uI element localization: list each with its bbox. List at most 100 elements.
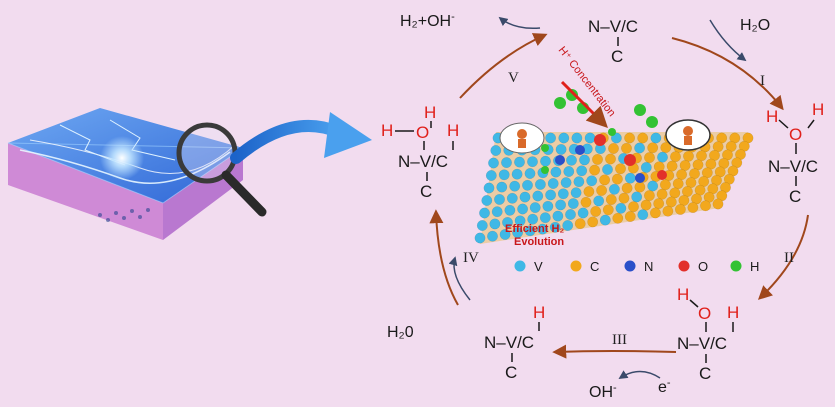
- species-carbon: C: [420, 182, 432, 201]
- material-slab: [7, 108, 245, 240]
- reagent-arrows: [448, 16, 747, 379]
- surface-atom: [596, 184, 608, 196]
- spark-glow: [100, 136, 144, 180]
- surface-atom: [656, 188, 668, 200]
- surface-atom: [489, 218, 501, 230]
- surface-atom: [479, 207, 490, 219]
- surface-atom: [647, 142, 659, 154]
- species-formula: N–V/C: [398, 152, 448, 171]
- species-hydrogen: H: [727, 303, 739, 322]
- legend-label: H: [750, 259, 759, 274]
- surface-atom: [574, 218, 586, 230]
- cycle-arrow-4: [429, 209, 459, 306]
- species-oh-hydrogen: H: [677, 285, 689, 304]
- surface-atom: [634, 181, 646, 193]
- cycle-arrow-2: [757, 214, 809, 300]
- legend-item-c: C: [570, 259, 599, 274]
- species-top: N–V/C C: [588, 17, 638, 66]
- legend-item-n: N: [624, 259, 653, 274]
- surface-atom: [640, 161, 652, 173]
- surface-atom: [669, 187, 681, 199]
- cycle-arrow-3: [552, 344, 677, 359]
- surface-atom: [670, 151, 681, 163]
- surface-atom: [679, 159, 691, 171]
- surface-atom: [529, 202, 541, 214]
- legend-item-h: H: [730, 259, 759, 274]
- surface-atom: [577, 207, 589, 219]
- species-carbon: C: [505, 363, 517, 382]
- surface-atom: [611, 173, 623, 185]
- surface-atom: [558, 132, 570, 144]
- surface-atom: [519, 191, 531, 203]
- species-oxygen: O: [789, 125, 802, 144]
- element-legend: V C N O H: [514, 259, 759, 274]
- reagent-arrow-1: [709, 19, 747, 62]
- surface-atom: [527, 156, 538, 168]
- species-carbon: C: [789, 187, 801, 206]
- surface-atom: [514, 156, 525, 168]
- surface-atom: [676, 169, 688, 181]
- surface-atom: [605, 153, 616, 165]
- evolution-label-line1: Efficient H₂: [505, 223, 564, 235]
- surface-atom: [517, 203, 529, 215]
- species-formula: N–V/C: [484, 333, 534, 352]
- surface-atom: [586, 175, 598, 187]
- surface-atom: [545, 189, 557, 201]
- surface-atom: [565, 209, 576, 220]
- legend-swatch: [678, 260, 690, 272]
- surface-atom: [579, 154, 590, 166]
- thought-bubble-right: [665, 119, 711, 151]
- surface-atom: [504, 204, 516, 216]
- surface-atom: [496, 181, 508, 193]
- surface-atom: [599, 214, 611, 226]
- surface-atom: [490, 145, 502, 156]
- reagent-products-step5: H₂+OH-: [400, 11, 455, 30]
- surface-atom: [644, 152, 655, 164]
- surface-atom: [547, 178, 559, 189]
- species-hydrogen: H: [447, 121, 459, 140]
- surface-atom: [624, 132, 636, 144]
- surface-atom: [501, 157, 512, 169]
- surface-atom: [552, 210, 564, 222]
- surface-atom: [605, 194, 617, 206]
- concentration-arrow: [560, 80, 608, 128]
- surface-atom: [524, 225, 536, 237]
- species-right-top: H O H N–V/C C: [766, 100, 824, 206]
- surface-atom: [615, 163, 626, 175]
- legend-swatch: [730, 260, 742, 272]
- surface-atom: [571, 132, 583, 144]
- surface-atom: [567, 198, 579, 210]
- surface-atom: [534, 178, 546, 190]
- reagent-water-step4: H₂0: [387, 324, 414, 341]
- species-formula: N–V/C: [768, 157, 818, 176]
- surface-atom: [650, 132, 662, 144]
- surface-atom: [562, 220, 574, 231]
- surface-atom: [674, 203, 686, 215]
- surface-atom: [589, 164, 601, 176]
- legend-swatch: [624, 260, 636, 272]
- surface-atom: [631, 191, 643, 203]
- surface-atom: [499, 228, 511, 240]
- reagent-arrow-3: [618, 370, 661, 379]
- surface-atom: [666, 160, 678, 172]
- surface-atom: [621, 142, 632, 154]
- surface-atom: [662, 205, 674, 217]
- surface-atom: [555, 199, 567, 211]
- species-hydrogen: H: [812, 100, 824, 119]
- surface-atom: [615, 202, 627, 214]
- surface-atom: [665, 196, 677, 208]
- surface-atom: [563, 166, 575, 177]
- surface-atom: [512, 227, 524, 239]
- surface-atom: [555, 143, 567, 155]
- surface-atom: [487, 230, 498, 242]
- surface-atom: [602, 164, 613, 175]
- surface-atom: [573, 176, 585, 188]
- surface-atom: [637, 132, 649, 144]
- legend-swatch: [570, 260, 582, 272]
- surface-atom: [649, 207, 661, 219]
- species-formula: N–V/C: [588, 17, 638, 36]
- surface-atom: [634, 142, 646, 154]
- thought-bubble-left: [499, 122, 545, 154]
- surface-atom: [683, 150, 694, 162]
